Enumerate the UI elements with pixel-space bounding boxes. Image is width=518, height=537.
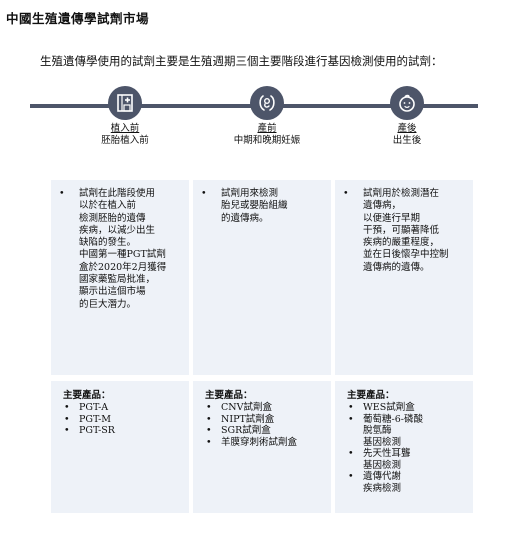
products-box-prenatal: 主要產品： CNV試劑盒 NIPT試劑盒 SGR試劑盒 羊膜穿刺術試劑盒 (193, 381, 331, 513)
product-item: PGT-SR (63, 425, 189, 437)
products-title: 主要產品： (347, 390, 395, 401)
stage-circle (250, 86, 284, 120)
description-bullet: 試劑在此階段使用 以於在植入前 檢測胚胎的遺傳 疾病，以減少出生 缺陷的發生。 … (51, 188, 189, 311)
stage-label: 植入前 (110, 123, 140, 134)
stage-postnatal: 產後 出生後 (352, 86, 462, 147)
stage-label: 產前 (257, 123, 277, 134)
stage-circle (390, 86, 424, 120)
baby-icon (399, 94, 415, 112)
products-title: 主要產品： (205, 390, 253, 401)
stage-sub-label: 出生後 (392, 135, 422, 146)
description-box-preimplantation: 試劑在此階段使用 以於在植入前 檢測胚胎的遺傳 疾病，以減少出生 缺陷的發生。 … (51, 180, 189, 375)
product-item: WES試劑盒 (347, 402, 473, 414)
product-item: 羊膜穿刺術試劑盒 (205, 437, 331, 449)
product-item: 先天性耳聾 基因檢測 (347, 448, 473, 471)
fetus-icon (259, 95, 275, 111)
products-title: 主要產品： (63, 390, 111, 401)
stage-sub-label: 中期和晚期妊娠 (233, 135, 301, 146)
stage-label: 產後 (397, 123, 417, 134)
product-item: CNV試劑盒 (205, 402, 331, 414)
hospital-icon (117, 94, 133, 112)
page-title: 中國生殖遺傳學試劑市場 (6, 11, 150, 26)
description-bullet: 試劑用於檢測潛在 遺傳病， 以便進行早期 干預，可顯著降低 疾病的嚴重程度， 並… (335, 188, 473, 274)
product-item: NIPT試劑盒 (205, 414, 331, 426)
products-box-preimplantation: 主要產品： PGT-A PGT-M PGT-SR (51, 381, 189, 513)
stage-prenatal: 產前 中期和晚期妊娠 (212, 86, 322, 147)
description-box-postnatal: 試劑用於檢測潛在 遺傳病， 以便進行早期 干預，可顯著降低 疾病的嚴重程度， 並… (335, 180, 473, 375)
stage-sub-label: 胚胎植入前 (101, 135, 149, 146)
stage-preimplantation: 植入前 胚胎植入前 (70, 86, 180, 147)
product-item: 葡萄糖-6-磷酸 脫氫酶 基因檢測 (347, 414, 473, 449)
product-item: 遺傳代謝 疾病檢測 (347, 471, 473, 494)
product-item: PGT-A (63, 402, 189, 414)
product-item: SGR試劑盒 (205, 425, 331, 437)
product-item: PGT-M (63, 414, 189, 426)
description-box-prenatal: 試劑用來檢測 胎兒或嬰胎組織 的遺傳病。 (193, 180, 331, 375)
stage-circle (108, 86, 142, 120)
description-bullet: 試劑用來檢測 胎兒或嬰胎組織 的遺傳病。 (193, 188, 331, 225)
page-subtitle: 生殖遺傳學使用的試劑主要是生殖週期三個主要階段進行基因檢測使用的試劑： (40, 54, 443, 68)
products-box-postnatal: 主要產品： WES試劑盒 葡萄糖-6-磷酸 脫氫酶 基因檢測 先天性耳聾 基因檢… (335, 381, 473, 513)
